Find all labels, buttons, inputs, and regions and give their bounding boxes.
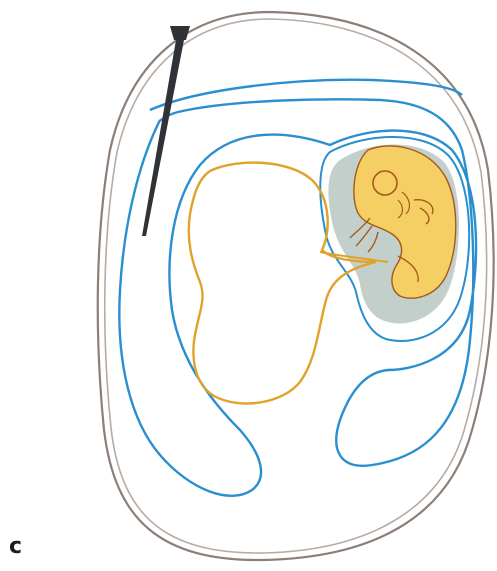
needle-hub xyxy=(170,26,190,40)
needle-icon xyxy=(142,26,190,236)
panel-label: c xyxy=(9,536,22,558)
